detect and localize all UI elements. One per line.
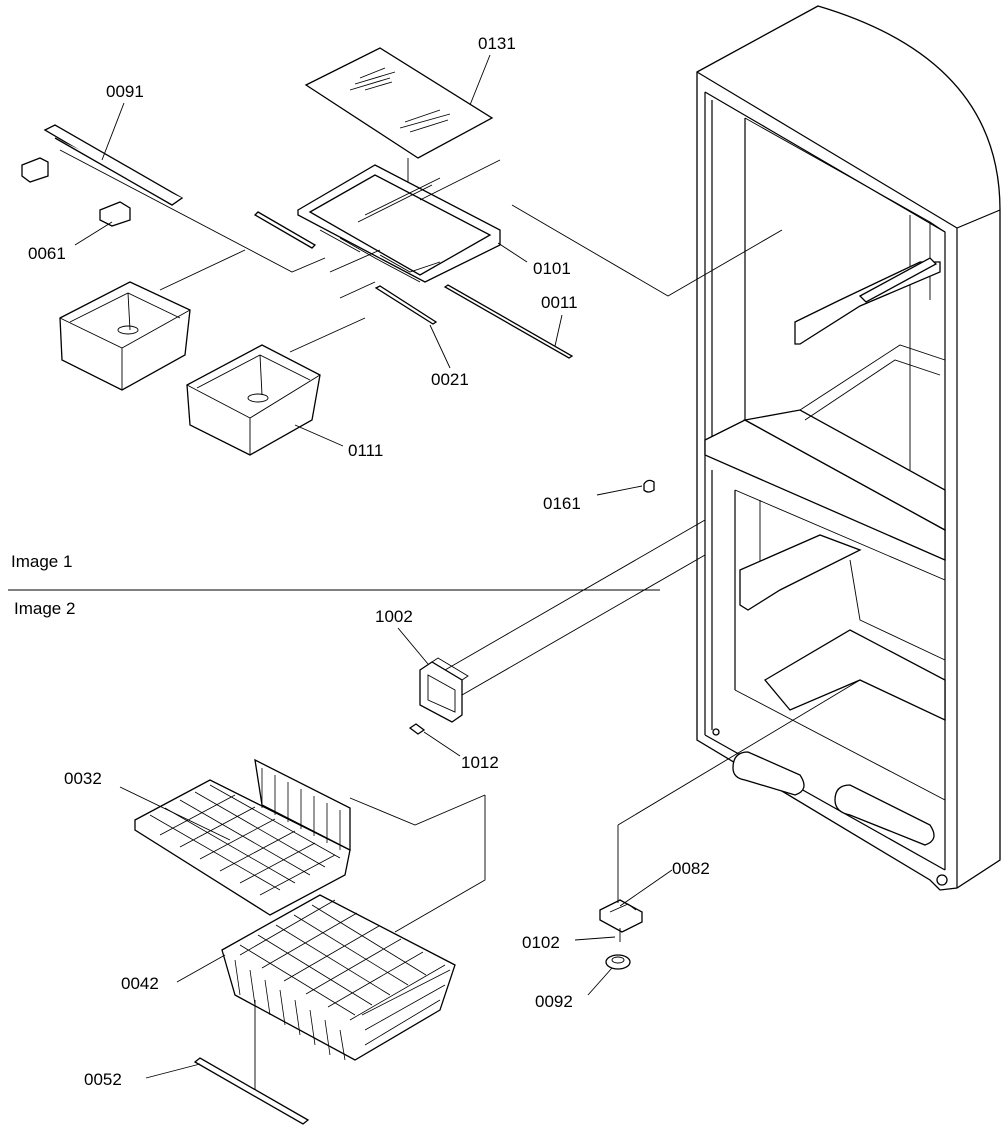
callout-leaders — [74, 54, 673, 1079]
callout-0091: 0091 — [106, 82, 144, 101]
callout-0042: 0042 — [121, 974, 159, 993]
strip-0011 — [443, 284, 574, 359]
crisper-frame-0101 — [297, 164, 501, 283]
callout-0021: 0021 — [431, 370, 469, 389]
glass-shelf-0131 — [304, 47, 494, 210]
strip — [253, 211, 317, 249]
trim-strip-0052 — [193, 1057, 310, 1125]
screw-1012 — [408, 723, 426, 735]
callout-0131: 0131 — [478, 34, 516, 53]
crisper-drawer-0111 — [186, 344, 321, 456]
callout-0032: 0032 — [64, 769, 102, 788]
callout-1002: 1002 — [375, 607, 413, 626]
callout-0061: 0061 — [28, 244, 66, 263]
callout-0111: 0111 — [348, 441, 383, 460]
cover-1002 — [419, 519, 706, 723]
leader-lines-image1 — [159, 159, 783, 353]
leveler-foot-0092 — [605, 954, 631, 970]
section-label-image2: Image 2 — [14, 599, 75, 618]
rail-0091 — [21, 124, 326, 273]
refrigerator-cabinet — [696, 5, 1001, 891]
section-label-image1: Image 1 — [11, 552, 72, 571]
callout-0082: 0082 — [672, 859, 710, 878]
callout-1012: 1012 — [461, 753, 499, 772]
callout-0011: 0011 — [541, 293, 578, 312]
crisper-drawer-left — [59, 281, 191, 391]
wire-shelf-0032 — [134, 758, 486, 916]
wire-basket-0042 — [221, 795, 486, 1095]
callout-0052: 0052 — [84, 1070, 122, 1089]
strip-0021 — [374, 285, 438, 325]
leveler-bracket-0082 — [599, 679, 861, 942]
callout-0092: 0092 — [535, 992, 573, 1011]
callout-0101: 0101 — [533, 259, 571, 278]
callout-0161: 0161 — [543, 494, 581, 513]
bumper-0161 — [643, 479, 655, 493]
callout-0102: 0102 — [522, 933, 560, 952]
